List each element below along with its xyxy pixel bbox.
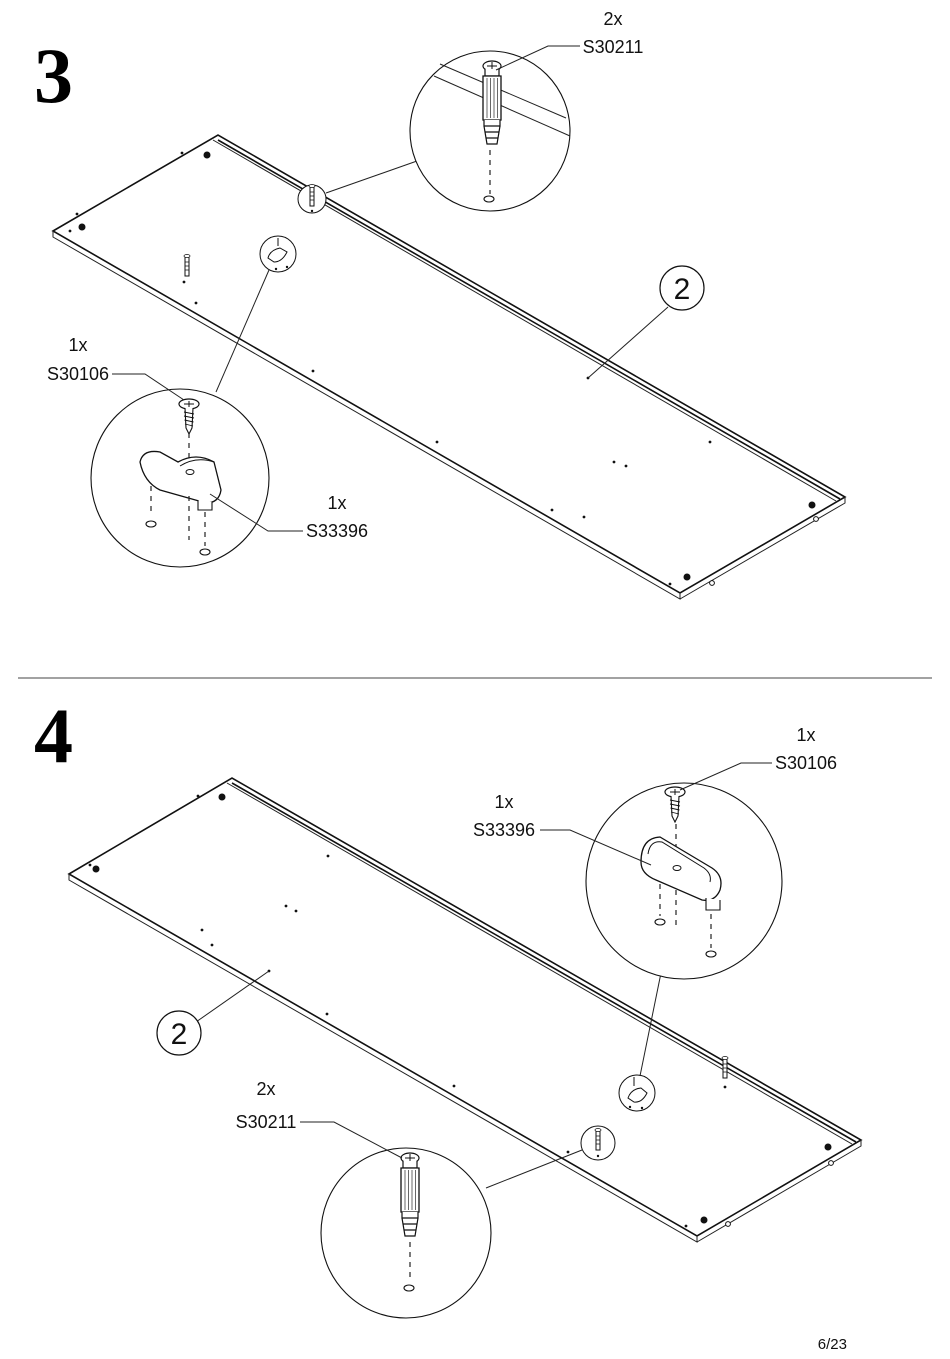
part-code: S30211 [236,1112,297,1132]
step-number: 4 [34,692,73,779]
panel-step4 [67,777,863,1243]
part-qty: 1x [327,493,346,513]
part-code: S30211 [583,37,644,57]
dowel-detail-step4 [300,1121,616,1319]
bracket-detail-step3 [90,235,303,568]
part-qty: 1x [796,725,815,745]
panel-number: 2 [674,273,691,306]
panel-number: 2 [171,1018,188,1051]
panel-callout: 2 [156,970,270,1056]
dowel-detail-step3 [297,45,580,214]
part-qty: 2x [256,1079,275,1099]
part-code: S33396 [473,820,535,840]
part-code: S30106 [775,753,837,773]
panel-callout: 2 [587,265,705,379]
part-qty: 1x [494,792,513,812]
step-number: 3 [34,32,73,119]
part-qty: 1x [68,335,87,355]
page-number: 6/23 [818,1336,847,1353]
bracket-detail-step4 [540,762,783,1112]
part-code: S30106 [47,364,109,384]
part-qty: 2x [603,9,622,29]
part-code: S33396 [306,521,368,541]
